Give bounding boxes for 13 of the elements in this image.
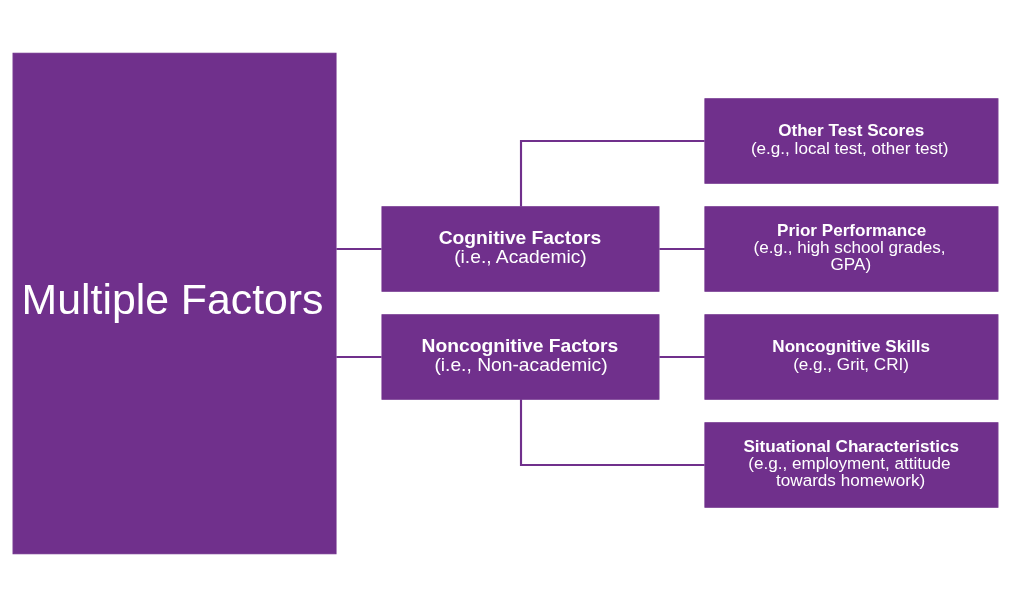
connector — [336, 247, 382, 250]
node-box: Cognitive Factors (i.e., Academic) — [381, 205, 660, 292]
node-box: Situational Characteristics (e.g., employment, attitude towards homework) — [704, 421, 999, 508]
node-box: Noncognitive Factors (i.e., Non-academic) — [381, 313, 660, 400]
node-box: Multiple Factors — [12, 52, 337, 554]
node-box: Noncognitive Skills (e.g., Grit, CRI) — [704, 313, 999, 400]
connector — [336, 355, 382, 358]
connector — [659, 355, 705, 358]
node-box: Other Test Scores (e.g., local test, other test) — [704, 97, 999, 184]
node-box: Prior Performance (e.g., high school grades, GPA) — [704, 205, 999, 292]
connector — [519, 139, 705, 207]
connector — [519, 398, 705, 466]
connector — [659, 247, 705, 250]
